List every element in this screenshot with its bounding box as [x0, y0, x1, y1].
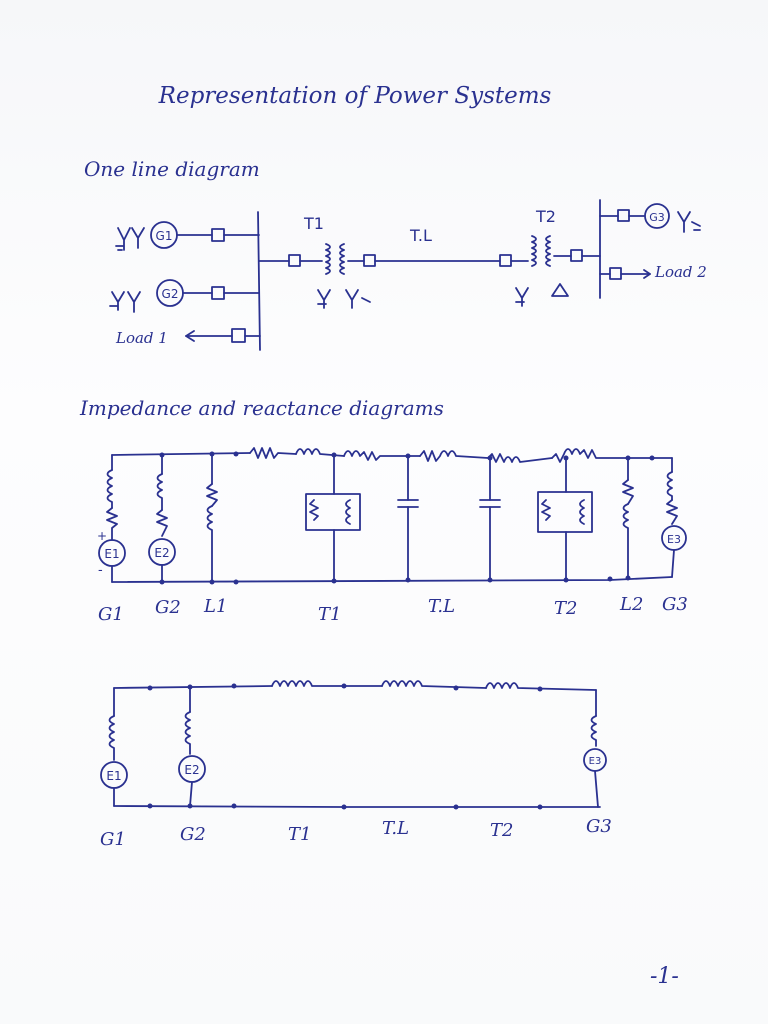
breaker-t1-secondary	[363, 254, 376, 267]
load1-label: Load 1	[115, 329, 168, 347]
e2-source-top: E2	[154, 546, 169, 560]
imp-label-g3: G3	[662, 594, 688, 615]
generator-g3: G3	[599, 203, 701, 233]
react-label-g3: G3	[586, 816, 612, 837]
section-title-one-line: One line diagram	[84, 157, 260, 181]
one-line-diagram: G1 G2 Load 1 T1	[109, 199, 707, 351]
breaker-load2	[609, 267, 622, 280]
generator-g1: G1	[115, 221, 260, 251]
react-label-tl: T.L	[382, 818, 409, 839]
e1-plus: +	[97, 529, 107, 543]
breaker-t1-primary	[288, 254, 301, 267]
react-label-t2: T2	[490, 820, 513, 841]
breaker-g2	[211, 286, 225, 300]
imp-label-g1: G1	[98, 604, 124, 625]
e2-source-bottom: E2	[184, 763, 199, 777]
page-number: -1-	[650, 964, 679, 989]
imp-label-tl: T.L	[428, 596, 455, 617]
imp-label-t1: T1	[318, 604, 341, 625]
bus-left	[257, 211, 261, 351]
imp-label-t2: T2	[554, 598, 577, 619]
e1-source-bottom: E1	[106, 769, 121, 783]
breaker-g3	[617, 209, 630, 222]
transformer-t2: T2	[515, 207, 569, 307]
section-title-impedance: Impedance and reactance diagrams	[79, 396, 444, 420]
react-label-g1: G1	[100, 829, 126, 850]
load-2: Load 2	[599, 263, 707, 281]
page-title: Representation of Power Systems	[158, 83, 552, 109]
imp-label-g2: G2	[155, 597, 181, 618]
transformer-t1: T1	[303, 214, 371, 309]
impedance-diagram: E1 + - E2	[97, 447, 688, 625]
t2-label: T2	[535, 207, 556, 226]
t1-label: T1	[303, 214, 324, 233]
react-label-g2: G2	[180, 824, 206, 845]
imp-label-l2: L2	[619, 594, 643, 615]
e3-source-top: E3	[667, 533, 681, 546]
breaker-t2-primary	[499, 254, 512, 267]
e1-minus: -	[98, 563, 103, 578]
breaker-t2-secondary	[570, 249, 583, 262]
react-label-t1: T1	[288, 824, 311, 845]
breaker-load1	[231, 328, 246, 343]
g3-label: G3	[649, 211, 665, 224]
breaker-g1	[211, 228, 225, 242]
tl-label: T.L	[409, 226, 432, 245]
e1-source-top: E1	[104, 547, 119, 561]
e3-source-bottom: E3	[589, 756, 602, 767]
reactance-diagram: E1 E2 E3 G1 G2 T1 T.L T2 G3	[100, 680, 612, 850]
g1-label: G1	[156, 229, 173, 243]
load-1: Load 1	[115, 328, 261, 347]
load2-label: Load 2	[654, 263, 707, 281]
imp-label-l1: L1	[203, 596, 227, 617]
generator-g2: G2	[109, 279, 260, 313]
g2-label: G2	[162, 287, 179, 301]
